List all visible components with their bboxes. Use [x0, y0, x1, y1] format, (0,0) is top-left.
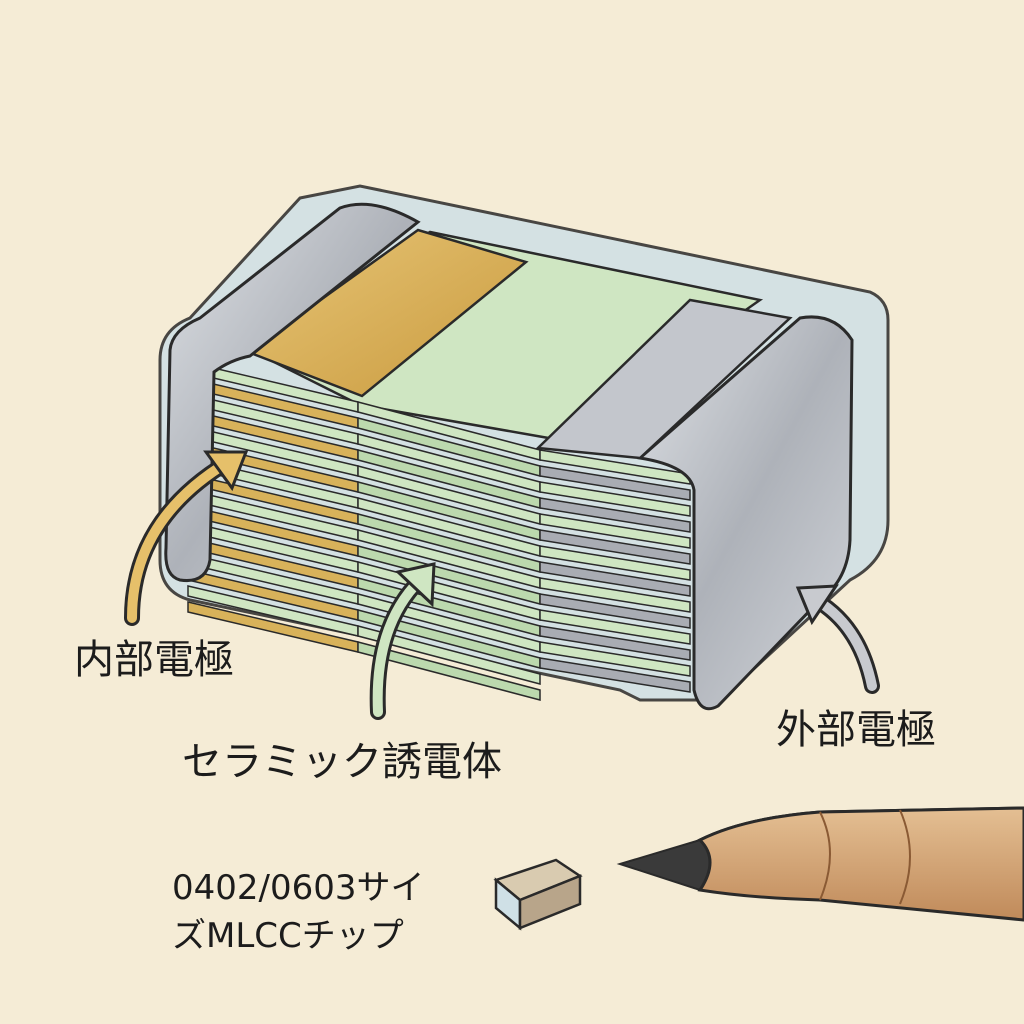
chip-size-caption-line-2: ズMLCCチップ: [172, 916, 404, 956]
arrow-icon: [369, 562, 436, 720]
mlcc-chip-icon: [493, 858, 583, 931]
arrow-icon: [124, 450, 249, 626]
chip-size-caption-line-1: 0402/0603サイ: [172, 868, 425, 908]
layer-sheet: [539, 657, 691, 693]
layer-sheet: [357, 641, 541, 701]
layer-sheet: [539, 609, 691, 645]
arrow-icon: [795, 584, 880, 694]
pencil-icon: [616, 806, 1024, 922]
layer-sheet: [539, 593, 691, 629]
ceramic-dielectric-label: セラミック誘電体: [182, 739, 502, 785]
layer-sheet: [539, 577, 691, 613]
layer-sheet: [539, 513, 691, 549]
layer-sheet: [539, 545, 691, 581]
chip-size-caption: 0402/0603サイ ズMLCCチップ: [172, 864, 425, 960]
layer-sheet: [539, 561, 691, 597]
layer-sheet: [539, 497, 691, 533]
outer-electrode-layers: [539, 449, 691, 693]
layer-sheet: [539, 449, 691, 485]
layer-sheet: [539, 641, 691, 677]
outer-electrode-right-top: [535, 298, 793, 460]
inner-electrode-label: 内部電極: [74, 637, 234, 683]
layer-sheet: [539, 481, 691, 517]
inner-electrode-top-plate: [245, 228, 529, 398]
layer-sheet: [357, 625, 541, 685]
outer-electrode-label: 外部電極: [776, 707, 936, 753]
layer-sheet: [539, 529, 691, 565]
layer-sheet: [539, 625, 691, 661]
layer-sheet: [539, 465, 691, 501]
outer-electrode-left-cap: [164, 202, 421, 583]
